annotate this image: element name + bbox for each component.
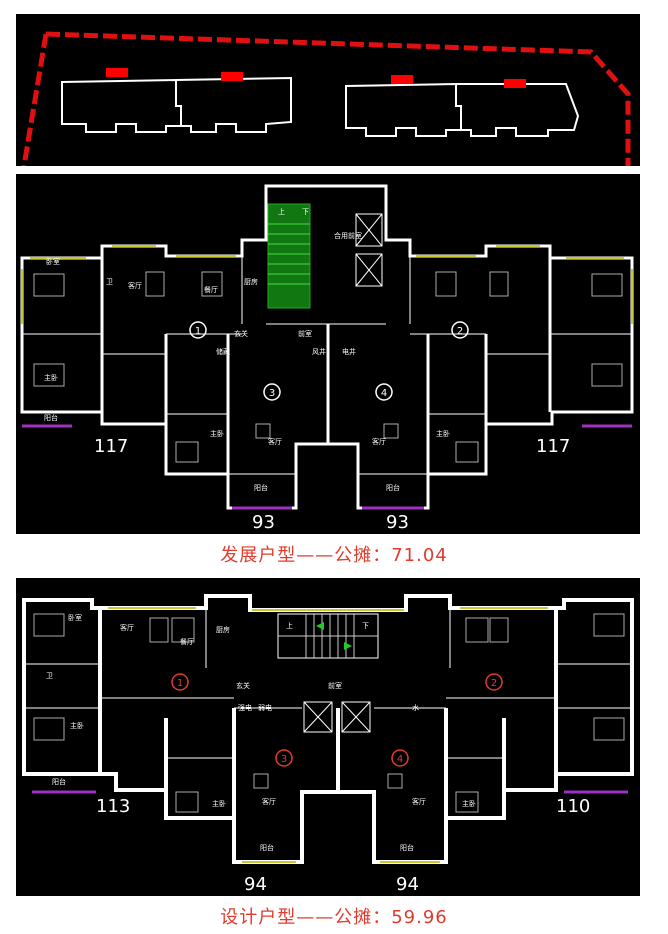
des-room-labels: 卧室 主卧 客厅 餐厅 厨房 玄关 前室 上 下 强电 弱电 水 卫 阳台 客厅… (46, 613, 476, 852)
des-label-balcony: 阳台 (52, 777, 66, 786)
des-label-bath: 卫 (46, 672, 53, 680)
dev-label-balcony: 阳台 (44, 413, 58, 422)
des-unit-number-4: 4 (397, 754, 403, 765)
development-floor-plan: 1 2 3 4 卧室 主卧 客厅 餐厅 厨房 玄关 前室 合用前室 上 下 风井… (16, 174, 640, 534)
dev-label-bath: 卫 (106, 278, 113, 286)
site-plan-image (16, 14, 640, 166)
development-caption: 发展户型——公摊：71.04 (220, 545, 448, 566)
des-furniture (33, 613, 625, 813)
development-plan-svg: 1 2 3 4 卧室 主卧 客厅 餐厅 厨房 玄关 前室 合用前室 上 下 风井… (20, 184, 634, 533)
site-boundary-left (21, 33, 49, 166)
des-walls (22, 594, 634, 864)
des-label-master-4: 主卧 (462, 799, 476, 808)
dev-label-master: 主卧 (44, 373, 58, 382)
dev-label-down: 下 (302, 208, 309, 216)
dev-label-balcony-4: 阳台 (386, 483, 400, 492)
des-label-living-3: 客厅 (262, 797, 276, 806)
des-windows (108, 607, 548, 863)
des-label-corridor: 前室 (328, 681, 342, 690)
dev-area-right: 117 (536, 436, 570, 457)
des-label-kitchen: 厨房 (216, 625, 230, 634)
des-label-elec: 强电 (238, 703, 252, 712)
des-area-mid-right: 94 (396, 874, 419, 895)
dev-area-mid-left: 93 (252, 512, 275, 533)
design-plan-svg: 1 2 3 4 卧室 主卧 客厅 餐厅 厨房 玄关 前室 上 下 强电 弱电 水… (22, 594, 634, 895)
des-label-dining: 餐厅 (180, 637, 194, 646)
dev-label-kitchen: 厨房 (244, 277, 258, 286)
dev-partitions (22, 240, 632, 475)
dev-unit-markers (189, 321, 469, 401)
dev-label-corridor: 前室 (298, 329, 312, 338)
building-footprints (61, 76, 580, 137)
des-unit-number-2: 2 (491, 678, 497, 689)
des-unit-markers (171, 673, 503, 767)
dev-label-storage: 储藏 (216, 347, 230, 356)
des-label-balcony-4: 阳台 (400, 843, 414, 852)
des-stair-arrows (316, 622, 352, 650)
dev-label-living-4: 客厅 (372, 437, 386, 446)
site-plan-svg (21, 31, 631, 166)
dev-unit-number-1: 1 (195, 326, 201, 337)
dev-stair (267, 203, 311, 309)
dev-balconies (22, 424, 632, 510)
dev-label-foyer: 玄关 (234, 329, 248, 338)
des-area-mid-left: 94 (244, 874, 267, 895)
dev-label-master-4: 主卧 (436, 429, 450, 438)
dev-elevators (355, 213, 383, 287)
building-markers (106, 68, 526, 88)
des-label-master: 主卧 (70, 721, 84, 730)
des-label-shaft: 弱电 (258, 703, 272, 712)
dev-walls (20, 184, 634, 510)
dev-room-labels: 卧室 主卧 客厅 餐厅 厨房 玄关 前室 合用前室 上 下 风井 电井 储藏 卫… (44, 207, 450, 492)
dev-stair-treads (268, 223, 310, 285)
des-stair-treads (278, 614, 378, 658)
dev-label-elec: 电井 (342, 347, 356, 356)
des-unit-number-3: 3 (281, 754, 287, 765)
des-label-down: 下 (362, 622, 369, 630)
des-label-living: 客厅 (120, 623, 134, 632)
dev-label-master-3: 主卧 (210, 429, 224, 438)
des-label-living-4: 客厅 (412, 797, 426, 806)
dev-unit-number-3: 3 (269, 388, 275, 399)
dev-label-bedroom: 卧室 (46, 257, 60, 266)
design-floor-plan: 1 2 3 4 卧室 主卧 客厅 餐厅 厨房 玄关 前室 上 下 强电 弱电 水… (16, 578, 640, 896)
dev-unit-number-4: 4 (381, 388, 387, 399)
des-label-balcony-3: 阳台 (260, 843, 274, 852)
dev-label-shared-room: 合用前室 (334, 231, 362, 240)
dev-unit-number-2: 2 (457, 326, 463, 337)
des-area-left: 113 (96, 796, 130, 817)
des-partitions (24, 596, 632, 759)
site-boundary (45, 31, 631, 166)
des-area-right: 110 (556, 796, 590, 817)
des-label-foyer: 玄关 (236, 681, 250, 690)
des-unit-number-1: 1 (177, 678, 183, 689)
des-label-water: 水 (412, 703, 419, 712)
dev-label-balcony-3: 阳台 (254, 483, 268, 492)
des-label-bedroom: 卧室 (68, 613, 82, 622)
dev-label-living: 客厅 (128, 281, 142, 290)
dev-label-living-3: 客厅 (268, 437, 282, 446)
des-elevators (303, 701, 371, 733)
design-caption: 设计户型——公摊：59.96 (220, 907, 448, 928)
dev-label-dining: 餐厅 (204, 285, 218, 294)
dev-furniture (33, 271, 623, 463)
dev-label-shaft: 风井 (312, 347, 326, 356)
dev-area-mid-right: 93 (386, 512, 409, 533)
des-label-master-3: 主卧 (212, 799, 226, 808)
des-label-up: 上 (286, 621, 293, 630)
dev-label-up: 上 (278, 207, 285, 216)
dev-area-left: 117 (94, 436, 128, 457)
